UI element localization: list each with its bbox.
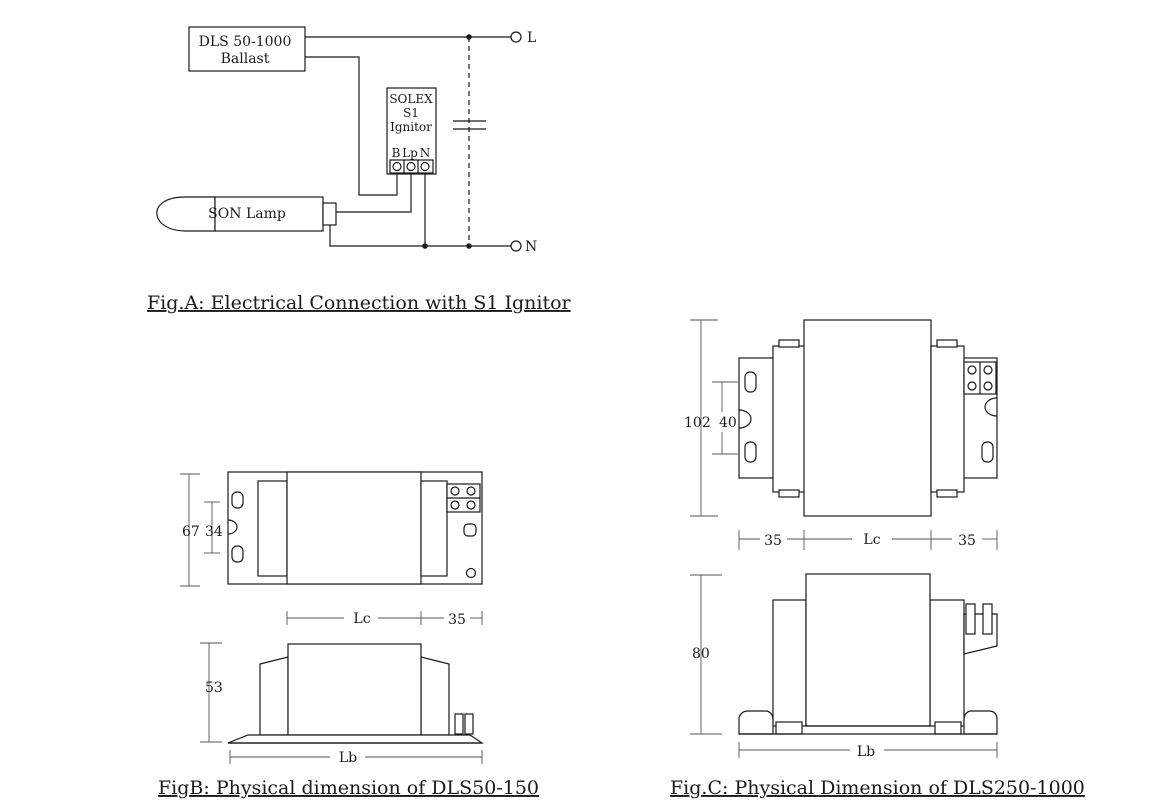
fig-c-terminal-block — [963, 361, 997, 395]
neutral-terminal-circle — [510, 240, 522, 252]
terminal-n-label: N — [420, 146, 431, 160]
fig-b-caption: FigB: Physical dimension of DLS50-150 — [158, 777, 539, 799]
fig-b-top-view — [227, 471, 483, 585]
fig-c-base-length-label: Lb — [857, 744, 875, 760]
ballast-label-line2: Ballast — [221, 51, 270, 67]
fig-c-top-view — [738, 319, 998, 517]
fig-c-slot-dimension: 40 — [719, 415, 737, 431]
fig-b-terminal-block — [446, 483, 481, 513]
fig-a-caption: Fig.A: Electrical Connection with S1 Ign… — [147, 292, 572, 314]
fig-c-side-dimension-lines — [690, 574, 998, 758]
fig-a-wiring-diagram: DLS 50-1000 Ballast SOLEX S1 Ignitor B L… — [156, 26, 537, 255]
fig-c-dimension-lines — [690, 319, 998, 550]
fig-b-base-length-label: Lb — [339, 750, 357, 766]
fig-b-side-view — [227, 643, 484, 744]
fig-b-core-length-label: Lc — [353, 611, 370, 627]
fig-c-end-right-dimension: 35 — [958, 533, 976, 549]
capacitor-symbol — [453, 120, 486, 130]
fig-c-side-view — [738, 573, 998, 735]
fig-c-caption: Fig.C: Physical Dimension of DLS250-1000 — [670, 777, 1085, 799]
ignitor-terminal-block — [389, 159, 434, 174]
line-terminal-circle — [510, 31, 522, 43]
fig-b-height-dimension: 67 — [182, 524, 200, 540]
ignitor-label-line1: SOLEX — [389, 92, 433, 106]
fig-b-end-dimension: 35 — [448, 612, 466, 628]
neutral-terminal-label: N — [525, 239, 537, 255]
fig-c-side-height-dimension: 80 — [692, 646, 710, 662]
circuit-wires — [305, 34, 511, 249]
fig-c-end-left-dimension: 35 — [764, 533, 782, 549]
fig-c-height-dimension: 102 — [684, 415, 711, 431]
ignitor-label-line2: S1 — [403, 106, 419, 120]
terminal-lp-label: Lp — [402, 146, 418, 160]
fig-b-side-height-dimension: 53 — [205, 680, 223, 696]
fig-c-core-length-label: Lc — [863, 532, 880, 548]
fig-b-side-dimension-lines — [200, 642, 483, 764]
son-lamp-symbol — [156, 196, 337, 232]
ignitor-label-line3: Ignitor — [390, 120, 432, 134]
ballast-box — [188, 26, 306, 72]
fig-b-dimension-lines — [180, 473, 483, 625]
fig-b-slot-dimension: 34 — [205, 524, 223, 540]
son-lamp-label: SON Lamp — [208, 206, 286, 222]
terminal-b-label: B — [392, 146, 401, 160]
line-terminal-label: L — [527, 30, 536, 46]
ballast-label-line1: DLS 50-1000 — [199, 34, 292, 50]
